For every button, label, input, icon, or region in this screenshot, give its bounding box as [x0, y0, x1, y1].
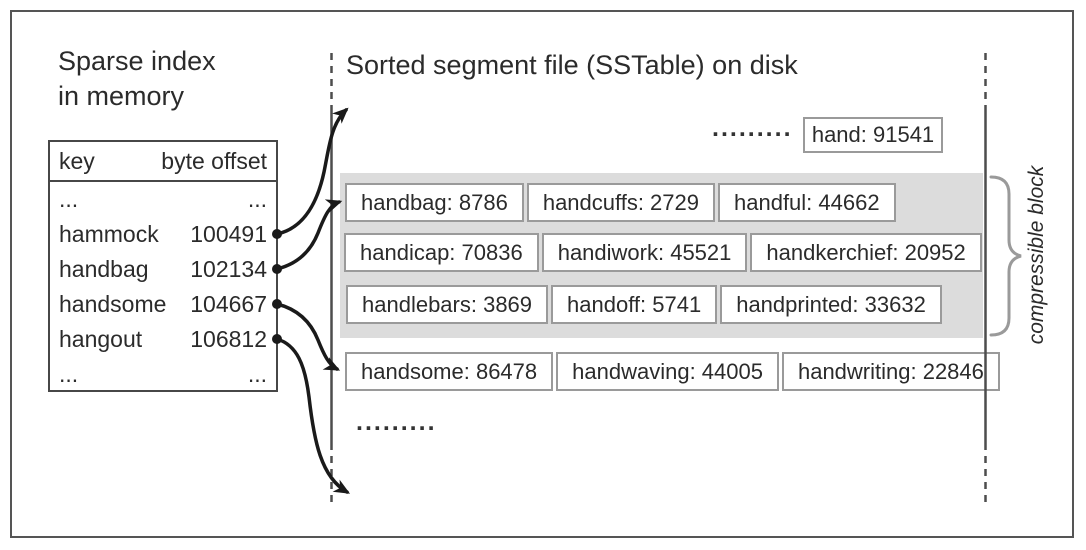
index-key: ... [59, 186, 79, 212]
index-offset: 104667 [190, 291, 267, 317]
sstable-row: handsome: 86478 handwaving: 44005 handwr… [345, 352, 1000, 391]
ellipsis-bottom: ......... [356, 408, 437, 436]
table-row: handsome 104667 [50, 287, 276, 322]
sparse-index-title-line1: Sparse index [58, 46, 216, 76]
sparse-index-title: Sparse index in memory [58, 44, 216, 114]
index-key: hangout [59, 326, 143, 352]
index-key: hammock [59, 221, 159, 247]
sstable-entry: handoff: 5741 [551, 285, 718, 324]
index-key: handbag [59, 256, 149, 282]
sstable-row: handlebars: 3869 handoff: 5741 handprint… [346, 285, 942, 324]
compressible-block-label: compressible block [1025, 165, 1048, 345]
sparse-index-title-line2: in memory [58, 81, 185, 111]
table-row: ... ... [50, 182, 276, 217]
table-row: handbag 102134 [50, 252, 276, 287]
sstable-entry: handiwork: 45521 [541, 233, 748, 272]
sstable-entry: handkerchief: 20952 [750, 233, 982, 272]
table-row: hammock 100491 [50, 217, 276, 252]
outer-frame [10, 10, 1074, 538]
index-offset: ... [247, 186, 267, 212]
sstable-entry: handwriting: 22846 [781, 352, 1000, 391]
sstable-entry: handful: 44662 [718, 183, 896, 222]
header-key: key [59, 147, 95, 174]
sstable-entry: handlebars: 3869 [346, 285, 549, 324]
table-row: ... ... [50, 357, 276, 392]
index-offset: 100491 [190, 221, 267, 247]
index-key: handsome [59, 291, 167, 317]
index-offset: 102134 [190, 256, 267, 282]
sstable-title: Sorted segment file (SSTable) on disk [346, 50, 798, 80]
table-row: hangout 106812 [50, 322, 276, 357]
sstable-entry: handprinted: 33632 [720, 285, 942, 324]
sstable-entry: handcuffs: 2729 [526, 183, 715, 222]
sstable-row: handicap: 70836 handiwork: 45521 handker… [344, 233, 982, 272]
index-offset: 106812 [190, 326, 267, 352]
sstable-entry: handicap: 70836 [344, 233, 539, 272]
sstable-entry: handwaving: 44005 [556, 352, 779, 391]
index-key: ... [59, 361, 79, 387]
sstable-entry: handsome: 86478 [345, 352, 554, 391]
index-table-header: key byte offset [50, 142, 276, 182]
ellipsis-top: ......... [712, 114, 793, 142]
sstable-entry: handbag: 8786 [345, 183, 524, 222]
sstable-row: handbag: 8786 handcuffs: 2729 handful: 4… [345, 183, 896, 222]
sparse-index-table: key byte offset ... ... hammock 100491 h… [48, 140, 278, 392]
index-offset: ... [247, 361, 267, 387]
header-byte-offset: byte offset [161, 147, 267, 174]
sstable-entry: hand: 91541 [803, 117, 943, 153]
